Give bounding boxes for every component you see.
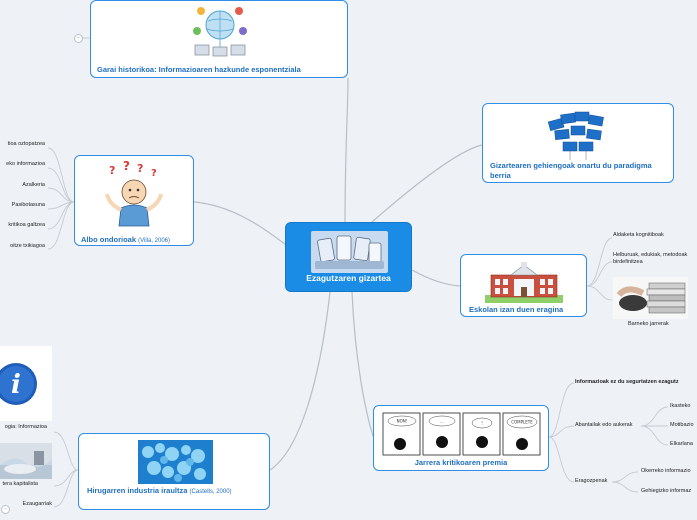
collapse-toggle-garai[interactable]: − <box>74 34 83 43</box>
jarrera-leaf-top[interactable]: Informazioak ez du segurtatzen ezagutz <box>575 379 679 385</box>
albo-leaf-2[interactable]: eko informazioa <box>6 161 45 167</box>
topic-title-albo: Albo ondorioak (Villa, 2006) <box>81 235 171 244</box>
jarrera-leaf-motibazio[interactable]: Motibazio <box>670 422 694 428</box>
topic-eskolan-eragina[interactable]: Eskolan izan duen eragina <box>460 254 587 317</box>
topic-jarrera-kritikoa[interactable]: NON! ... ! COMPLETE Jarrera kritikoaren … <box>373 405 549 471</box>
link-gizartea <box>371 144 483 223</box>
school-building-icon <box>485 262 563 303</box>
link-eskola <box>411 269 461 287</box>
jarrera-leaf-gehiegizko[interactable]: Gehiegizko informaz <box>641 488 692 494</box>
link-jarrera <box>351 291 374 437</box>
svg-text:?: ? <box>109 164 115 177</box>
hirugarren-leaf-2[interactable]: tera kapitalista <box>2 481 38 487</box>
collapse-toggle-hirugarren[interactable]: − <box>1 505 10 514</box>
link-garai <box>344 77 349 223</box>
blue-coral-network-icon <box>138 440 213 484</box>
comic-bubble-3: ! <box>481 421 483 426</box>
topic-albo-ondorioak[interactable]: ? ? ? ? Albo ondorioak (Villa, 2006) <box>74 155 194 246</box>
jarrera-leaf-elkarlana[interactable]: Elkarlana <box>670 441 693 447</box>
topic-title-garai: Garai historikoa: Informazioaren hazkund… <box>97 65 301 74</box>
eskola-leaf-3[interactable]: Barneko jarrerak <box>628 321 669 327</box>
topic-gizartearen-gehiengoak[interactable]: Gizartearen gehiengoak onartu du paradig… <box>482 103 674 183</box>
albo-leaf-1[interactable]: tioa oztopatzea <box>7 141 45 147</box>
hirugarren-leaf-3[interactable]: Ezaugarriak <box>22 501 52 507</box>
albo-leaf-6[interactable]: oitze txikiagoa <box>10 243 45 249</box>
like-signs-icon <box>547 111 604 160</box>
comic-strip-icon: NON! ... ! COMPLETE <box>382 412 541 456</box>
topic-garai-historikoa[interactable]: Garai historikoa: Informazioaren hazkund… <box>90 0 348 78</box>
albo-leaf-3[interactable]: Azalkeria <box>22 182 45 188</box>
jarrera-leaf-ikasteko[interactable]: Ikasteko <box>670 403 691 409</box>
topic-title-jarrera: Jarrera kritikoaren premia <box>414 458 508 467</box>
albo-leaf-4[interactable]: Pasibotasuna <box>11 202 45 208</box>
info-icon: i <box>0 346 52 421</box>
topic-title-hirugarren: Hirugarren industria iraultza (Castells,… <box>87 486 232 495</box>
topic-title-gizartea: Gizartearen gehiengoak onartu du paradig… <box>490 161 652 180</box>
central-topic-title: Ezagutzaren gizartea <box>306 273 391 283</box>
devices-illustration-icon <box>311 231 388 273</box>
hirugarren-leaf-1[interactable]: ogia: Informazioa <box>4 424 47 430</box>
jarrera-leaf-eragozpenak[interactable]: Eragozpenak <box>575 478 608 484</box>
svg-text:i: i <box>11 370 21 400</box>
eskola-leaf-1[interactable]: Aldaketa kognitiboak <box>613 232 664 238</box>
eskola-leaf-2[interactable]: Helburuak, edukiak, metodoak birdefinitz… <box>613 252 688 265</box>
globe-network-icon <box>193 7 247 57</box>
svg-text:?: ? <box>151 168 157 179</box>
albo-leaf-5[interactable]: kritikoa galtzea <box>8 222 45 228</box>
central-topic[interactable]: Ezagutzaren gizartea <box>285 222 412 292</box>
confused-person-icon: ? ? ? ? <box>105 160 163 227</box>
svg-text:?: ? <box>123 160 130 173</box>
comic-bubble-2: ... <box>440 419 444 424</box>
books-mouse-icon <box>613 277 688 319</box>
jarrera-leaf-okerreko[interactable]: Okerreko informazio <box>641 468 691 474</box>
industry-landscape-icon <box>0 443 52 479</box>
link-albo <box>193 201 287 246</box>
comic-bubble-1: NON! <box>397 419 408 424</box>
comic-bubble-4: COMPLETE <box>511 420 533 425</box>
svg-text:?: ? <box>137 162 143 175</box>
jarrera-leaf-abantailak[interactable]: Abantailak edo aukerak <box>575 422 633 428</box>
topic-hirugarren-industria[interactable]: Hirugarren industria iraultza (Castells,… <box>78 433 270 510</box>
topic-title-eskola: Eskolan izan duen eragina <box>469 305 564 314</box>
link-hirugarren <box>269 291 331 471</box>
